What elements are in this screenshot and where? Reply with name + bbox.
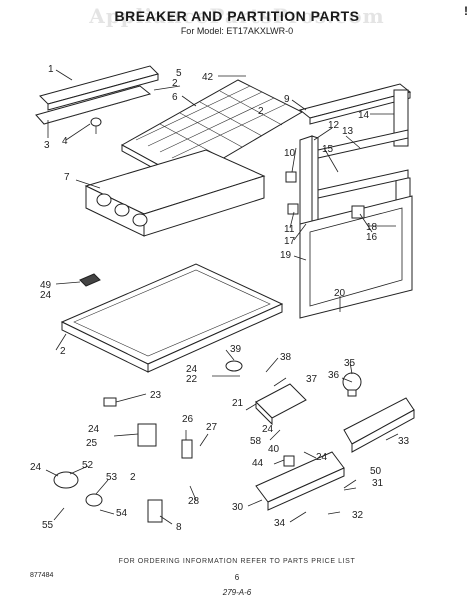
callout: 2 — [60, 346, 66, 357]
callout: 17 — [284, 236, 296, 247]
part-53-socket — [85, 493, 103, 507]
callout: 31 — [372, 478, 384, 489]
callout: 50 — [370, 466, 382, 477]
part-23-bracket — [103, 397, 117, 407]
part-30-trim — [255, 451, 345, 511]
callout: 2 — [172, 78, 178, 89]
callout: 8 — [176, 522, 182, 533]
part-9-rail — [298, 83, 412, 125]
callout: 23 — [150, 390, 162, 401]
diagram-title: BREAKER AND PARTITION PARTS — [114, 8, 360, 24]
callout: 22 — [186, 374, 198, 385]
callout: 32 — [352, 510, 364, 521]
callout: 35 — [344, 358, 356, 369]
callout: 15 — [322, 144, 334, 155]
callout: 49 — [40, 280, 52, 291]
edge-mark: ! — [464, 4, 468, 18]
callout: 6 — [172, 92, 178, 103]
watermark: AppliancePartsPros.com — [89, 4, 385, 28]
part-7-breaker — [84, 149, 266, 237]
part-26-fitting — [181, 439, 193, 459]
part-52-lamp-socket — [53, 471, 79, 489]
callout: 19 — [280, 250, 292, 261]
callout: 55 — [42, 520, 54, 531]
callout: 4 — [62, 136, 68, 147]
part-49-tag — [79, 273, 101, 287]
part-44-holder — [283, 455, 295, 467]
part-1-rail — [35, 65, 159, 125]
page-number: 6 — [234, 573, 240, 582]
part-12-mullion — [299, 135, 319, 245]
callout: 34 — [274, 518, 286, 529]
form-code: 877484 — [30, 572, 54, 579]
callout: 33 — [398, 436, 410, 447]
callout: 24 — [186, 364, 198, 375]
callout: 13 — [342, 126, 354, 137]
leader-lines — [45, 69, 399, 525]
model-number: For Model: ET17AKXLWR-0 — [180, 26, 294, 36]
callout: 58 — [250, 436, 262, 447]
callout: 24 — [316, 452, 328, 463]
callout: 24 — [262, 424, 274, 435]
callout: 7 — [64, 172, 70, 183]
ordering-note: FOR ORDERING INFORMATION REFER TO PARTS … — [118, 558, 356, 565]
callout: 12 — [328, 120, 340, 131]
part-37-housing — [255, 383, 307, 426]
callout: 52 — [82, 460, 94, 471]
callout: 38 — [280, 352, 292, 363]
callout: 39 — [230, 344, 242, 355]
part-4-screw — [90, 117, 102, 134]
callout: 3 — [44, 140, 50, 151]
part-25-switch — [137, 423, 157, 447]
callout: 21 — [232, 398, 244, 409]
part-33-handle — [343, 397, 415, 453]
callout-labels: 1 2 3 4 5 6 7 8 9 10 11 12 13 14 15 16 1… — [30, 64, 410, 533]
callout: 25 — [86, 438, 98, 449]
callout: 24 — [40, 290, 52, 301]
part-16-clip — [351, 205, 365, 219]
callout: 16 — [366, 232, 378, 243]
callout: 10 — [284, 148, 296, 159]
callout: 26 — [182, 414, 194, 425]
callout: 30 — [232, 502, 244, 513]
callout: 2 — [258, 106, 264, 117]
callout: 42 — [202, 72, 214, 83]
callout: 11 — [284, 224, 295, 235]
callout: 9 — [284, 94, 290, 105]
callout: 28 — [188, 496, 200, 507]
part-11-clip — [287, 203, 299, 215]
part-39-cap — [225, 360, 243, 372]
callout: 1 — [48, 64, 54, 75]
part-15-divider — [317, 129, 409, 199]
document-code: 279-A-6 — [222, 588, 252, 597]
callout: 14 — [358, 110, 370, 121]
callout: 18 — [366, 222, 378, 233]
callout: 54 — [116, 508, 128, 519]
callout: 27 — [206, 422, 218, 433]
callout: 37 — [306, 374, 318, 385]
callout: 24 — [30, 462, 42, 473]
part-8-plug — [147, 499, 163, 523]
callout: 2 — [130, 472, 136, 483]
callout: 20 — [334, 288, 346, 299]
callout: 44 — [252, 458, 264, 469]
part-10-clip — [285, 171, 297, 183]
callout: 5 — [176, 68, 182, 79]
callout: 40 — [268, 444, 280, 455]
part-2-panel — [60, 263, 284, 373]
callout: 36 — [328, 370, 340, 381]
callout: 53 — [106, 472, 118, 483]
part-20-frame — [299, 195, 413, 319]
part-36-bulb — [342, 372, 362, 397]
callout: 24 — [88, 424, 100, 435]
